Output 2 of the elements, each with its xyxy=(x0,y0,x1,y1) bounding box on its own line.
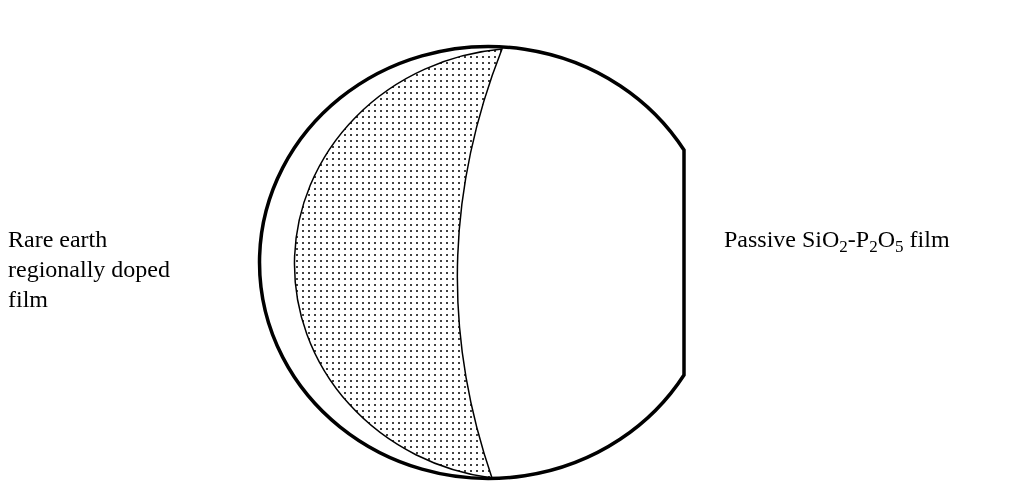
callout-text: Rare earth regionally doped film xyxy=(8,225,171,314)
callout-text: Passive SiO$_{2}$-P$_{2}$O$_{5}$ film xyxy=(724,225,951,254)
